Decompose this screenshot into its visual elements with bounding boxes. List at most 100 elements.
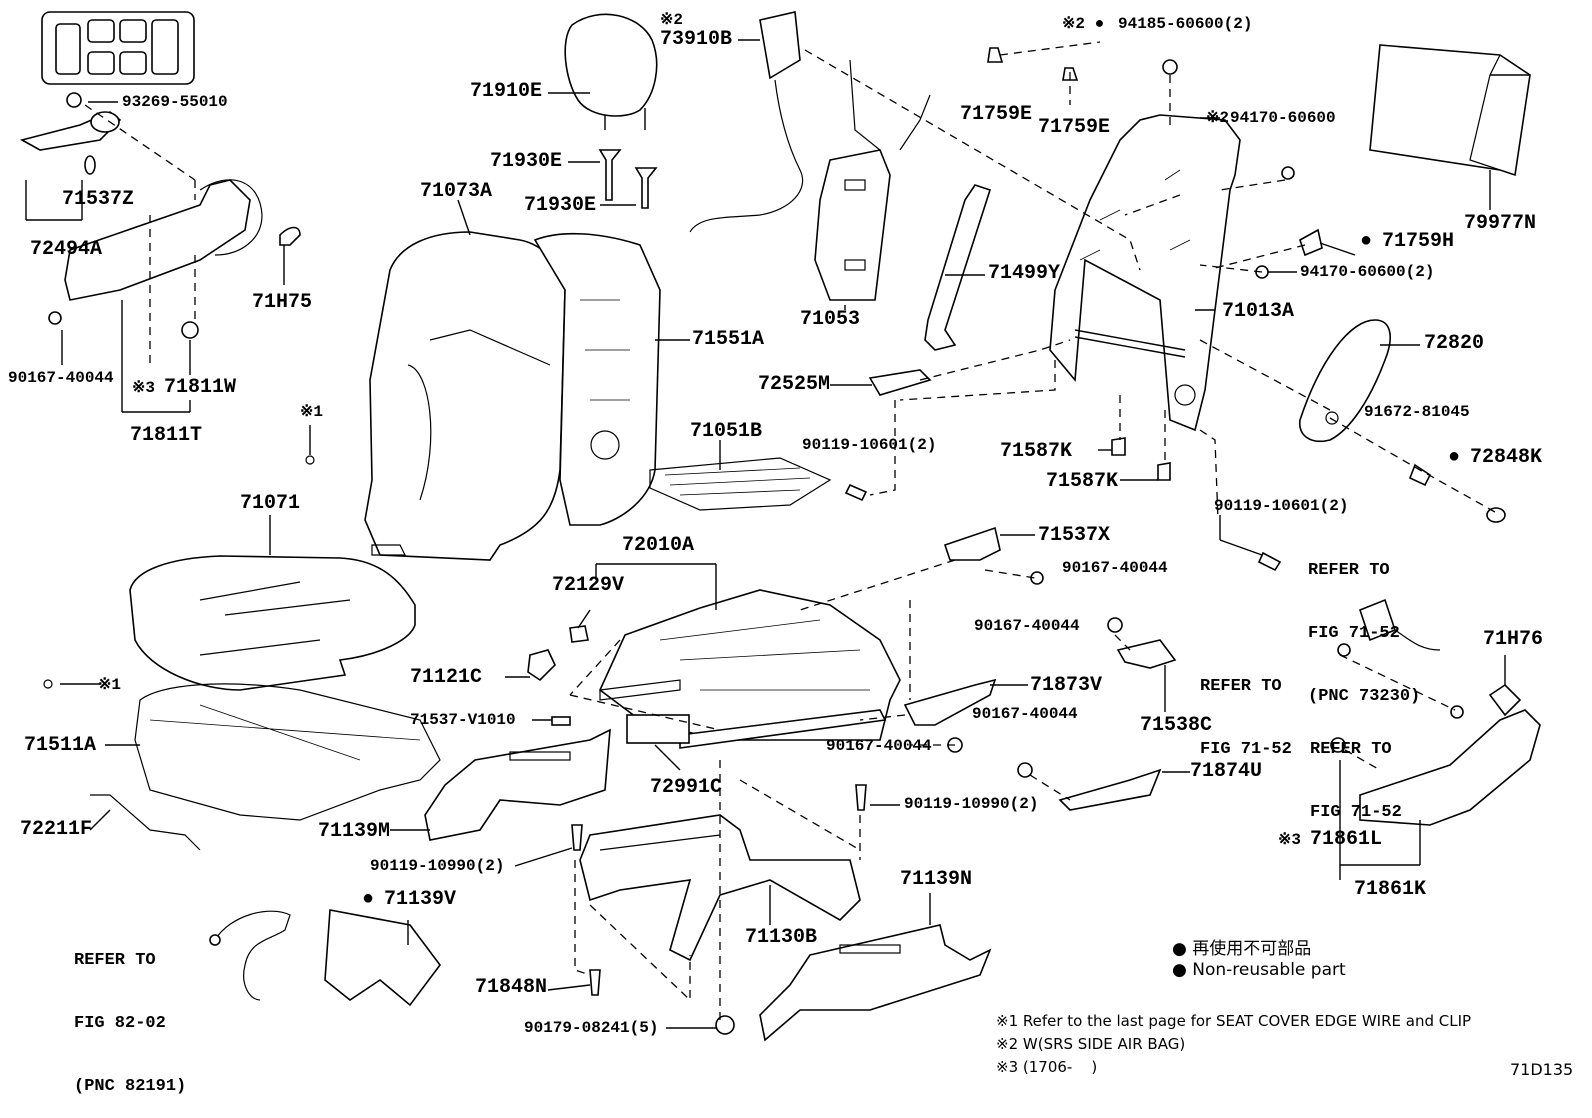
part-label-71930E-2[interactable]: 71930E [524,194,597,217]
part-label-90167-40044-a[interactable]: 90167-40044 [8,369,114,387]
part-label-72525M[interactable]: 72525M [758,373,831,396]
nut-71759H [1299,228,1323,257]
part-label-71930E-1[interactable]: 71930E [490,150,563,173]
part-label-71053[interactable]: 71053 [800,308,861,331]
part-label-72211F[interactable]: 72211F [20,818,93,841]
note-marker-x3-a: ※3 [132,379,156,397]
part-label-94185-60600[interactable]: 94185-60600(2) [1118,15,1253,33]
cover-71H76 [1488,683,1522,717]
part-label-71861L[interactable]: 71861L [1310,828,1383,851]
note-1: ※1 Refer to the last page for SEAT COVER… [996,1012,1472,1030]
ref-line: REFER TO [1310,740,1392,759]
part-label-72494A[interactable]: 72494A [30,238,103,261]
part-label-71759E-1[interactable]: 71759E [960,103,1033,126]
part-label-71121C[interactable]: 71121C [410,666,483,689]
part-label-90119-10990-b[interactable]: 90119-10990(2) [370,857,505,875]
part-label-90167-40044-b[interactable]: 90167-40044 [1062,559,1168,577]
buckle-wire [1394,629,1441,651]
bracket-71587K-1 [1111,437,1126,456]
washer-fig7152 [1337,643,1351,657]
clip-ring-2 [43,679,53,689]
part-label-90167-40044-d[interactable]: 90167-40044 [972,705,1078,723]
recliner-cover-left [19,92,301,339]
side-cover-71139M [424,728,611,841]
part-label-72848K[interactable]: 72848K [1470,446,1543,469]
lumbar-plate [814,149,891,301]
legend-jp: ● 再使用不可部品 [1172,934,1311,959]
part-label-90167-40044-e[interactable]: 90167-40044 [826,737,932,755]
part-label-71759E-2[interactable]: 71759E [1038,116,1111,139]
ref-line: (PNC 82191) [74,1077,187,1096]
part-label-71587K-1[interactable]: 71587K [1000,440,1073,463]
wire-72211F [90,794,201,851]
part-label-71051B[interactable]: 71051B [690,420,763,443]
part-label-90179-08241[interactable]: 90179-08241(5) [524,1019,659,1037]
bolt-91672 [1408,463,1432,487]
part-label-90119-10601-b[interactable]: 90119-10601(2) [1214,497,1349,515]
part-label-71139V[interactable]: 71139V [384,888,457,911]
part-label-73910B[interactable]: 73910B [660,28,733,51]
dot-marker-72848K: ● [1448,446,1461,469]
part-label-71139N[interactable]: 71139N [900,868,973,891]
part-label-94170-60600-b[interactable]: 94170-60600(2) [1300,263,1435,281]
note-marker-x2-b: ※2 [1206,109,1230,127]
clip-ring-1 [305,455,315,465]
part-label-72820[interactable]: 72820 [1424,332,1485,355]
ref-line: FIG 71-52 [1308,624,1400,643]
part-label-71130B[interactable]: 71130B [745,926,818,949]
part-label-90119-10601-a[interactable]: 90119-10601(2) [802,436,937,454]
part-label-71848N[interactable]: 71848N [475,976,548,999]
ref-fig-71-52-a[interactable]: REFER TO FIG 71-52 [1200,634,1292,781]
part-label-71511A[interactable]: 71511A [24,734,97,757]
seatback-frame [1049,114,1241,432]
nut-fig7152b [1330,737,1346,753]
legend-en: ● Non-reusable part [1172,960,1346,980]
harness-82191 [214,910,291,1001]
part-label-93269-55010[interactable]: 93269-55010 [122,93,228,111]
ref-fig-71-52-b[interactable]: REFER TO FIG 71-52 [1310,697,1402,844]
part-label-71874U[interactable]: 71874U [1190,760,1263,783]
note-marker-x2-dot: ※2 ● [1062,15,1105,33]
part-label-72129V[interactable]: 72129V [552,574,625,597]
part-label-71139M[interactable]: 71139M [318,820,391,843]
part-label-71759H[interactable]: 71759H [1382,230,1455,253]
part-label-71551A[interactable]: 71551A [692,328,765,351]
part-label-71537Z[interactable]: 71537Z [62,188,135,211]
part-label-71013A[interactable]: 71013A [1222,300,1295,323]
part-label-91672-81045[interactable]: 91672-81045 [1364,403,1470,421]
part-label-79977N[interactable]: 79977N [1464,212,1537,235]
part-label-71538C[interactable]: 71538C [1140,714,1213,737]
part-label-72010A[interactable]: 72010A [622,534,695,557]
part-label-71537-V1010[interactable]: 71537-V1010 [410,711,516,729]
part-label-71071[interactable]: 71071 [240,492,301,515]
headrest [564,13,658,209]
part-label-71499Y[interactable]: 71499Y [988,262,1061,285]
note-ref-x1-a: ※1 [300,403,324,421]
legend-jp-text: 再使用不可部品 [1192,939,1312,959]
part-label-71873V[interactable]: 71873V [1030,674,1103,697]
part-label-71537X[interactable]: 71537X [1038,524,1111,547]
armrest-pad [1299,319,1391,442]
bracket-71587K-2 [1157,462,1171,481]
part-label-71811T[interactable]: 71811T [130,424,203,447]
leader-lines [25,39,1506,1029]
armrest [1359,709,1541,826]
ref-fig-71-52-pnc-73230[interactable]: REFER TO FIG 71-52 (PNC 73230) [1308,518,1420,728]
nut-94170-a [1281,166,1295,180]
part-label-71910E[interactable]: 71910E [470,80,543,103]
part-label-71073A[interactable]: 71073A [420,180,493,203]
part-label-90119-10990-a[interactable]: 90119-10990(2) [904,795,1039,813]
part-label-71H76[interactable]: 71H76 [1483,628,1544,651]
nut-90179 [715,1015,735,1035]
part-label-71H75[interactable]: 71H75 [252,291,313,314]
part-label-71587K-2[interactable]: 71587K [1046,470,1119,493]
part-label-90167-40044-c[interactable]: 90167-40044 [974,617,1080,635]
part-label-71861K[interactable]: 71861K [1354,878,1427,901]
ref-line: FIG 82-02 [74,1014,166,1033]
ref-fig-82-02-pnc-82191[interactable]: REFER TO FIG 82-02 (PNC 82191) [74,908,186,1118]
bracket-71874U [1058,768,1162,811]
part-label-94170-60600-a[interactable]: 94170-60600 [1230,109,1336,127]
bolt-90119b [1257,551,1282,572]
part-label-72991C[interactable]: 72991C [650,776,723,799]
part-label-71811W[interactable]: 71811W [164,376,237,399]
